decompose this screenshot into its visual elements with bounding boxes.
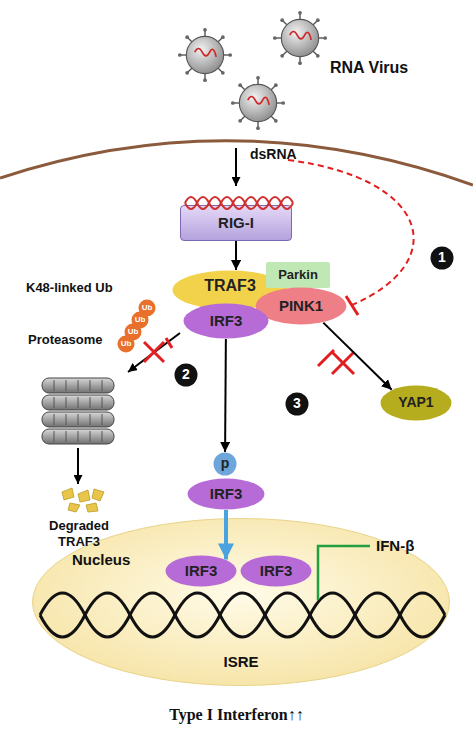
block-cross xyxy=(318,350,354,374)
receptor-box: RIG-I xyxy=(180,205,292,241)
ellipse-shape xyxy=(214,453,237,476)
connector-arrow xyxy=(224,339,227,452)
node-text: IRF3 xyxy=(165,555,237,587)
block-cross xyxy=(144,338,172,362)
molecule-label: dsRNA xyxy=(250,146,330,164)
callout-number: 2 xyxy=(174,363,198,387)
protein-ellipse: IRF3 xyxy=(165,555,237,587)
protein-ellipse: YAP1 xyxy=(380,385,452,421)
ellipse-shape xyxy=(241,556,312,587)
degradation-arrow xyxy=(77,448,79,484)
nucleus-ellipse: NucleusISRE IRF3IRF3 xyxy=(32,518,450,686)
ellipse-shape xyxy=(381,386,452,421)
protein-ellipse: IRF3 xyxy=(187,478,265,510)
ellipse-shape xyxy=(166,556,237,587)
callout-number: 1 xyxy=(430,246,454,270)
ubiquitin-circle: Ub xyxy=(117,335,135,353)
ellipse-shape xyxy=(184,304,269,339)
ubiquitin-label: K48-linked Ub xyxy=(26,280,156,296)
proteasome-symbol xyxy=(42,378,114,444)
connector-arrow xyxy=(235,241,237,270)
ellipse-shape xyxy=(256,288,347,325)
outcome-label: Type I Interferon↑↑ xyxy=(0,705,473,725)
ellipse-shape xyxy=(188,479,265,510)
cell-membrane xyxy=(0,141,473,185)
protein-box: Parkin xyxy=(266,262,330,288)
node-text: Ub xyxy=(117,335,135,353)
dsrna-helix xyxy=(185,197,293,209)
node-text: Parkin xyxy=(266,262,330,288)
inhibition-bar xyxy=(346,296,358,315)
ellipse-shape xyxy=(175,364,198,387)
node-text: RIG-I xyxy=(181,206,291,240)
dna-helix xyxy=(40,593,445,637)
node-text: 1 xyxy=(430,246,454,270)
protein-ellipse: PINK1 xyxy=(255,287,347,325)
degraded-label: Degraded TRAF3 xyxy=(36,518,122,551)
connector-arrow xyxy=(323,323,391,390)
node-text: IRF3 xyxy=(183,303,269,339)
virus-particle xyxy=(231,76,285,130)
connector-arrow xyxy=(224,510,228,559)
ellipse-shape xyxy=(286,393,309,416)
ellipse-shape xyxy=(431,247,454,270)
virus-particle xyxy=(273,11,327,65)
node-text: 3 xyxy=(285,392,309,416)
protein-ellipse: IRF3 xyxy=(240,555,312,587)
node-text: Nucleus xyxy=(72,552,172,569)
degraded-fragments xyxy=(62,488,104,512)
node-text: ISRE xyxy=(32,654,450,671)
node-text: IRF3 xyxy=(240,555,312,587)
virus-label: RNA Virus xyxy=(330,58,450,78)
ellipse-shape xyxy=(33,519,450,686)
entry-arrow xyxy=(235,148,237,186)
node-text: 2 xyxy=(174,363,198,387)
node-text: p xyxy=(213,452,237,476)
node-text: PINK1 xyxy=(255,287,347,325)
phosphate-circle: p xyxy=(213,452,237,476)
ellipse-shape xyxy=(118,336,135,353)
promoter-line xyxy=(318,546,370,600)
proteasome-label: Proteasome xyxy=(28,332,128,348)
virus-particle xyxy=(178,28,232,82)
node-text: IRF3 xyxy=(187,478,265,510)
node-text: YAP1 xyxy=(380,385,452,421)
gene-label: IFN-β xyxy=(376,537,456,556)
protein-ellipse: IRF3 xyxy=(183,303,269,339)
callout-number: 3 xyxy=(285,392,309,416)
